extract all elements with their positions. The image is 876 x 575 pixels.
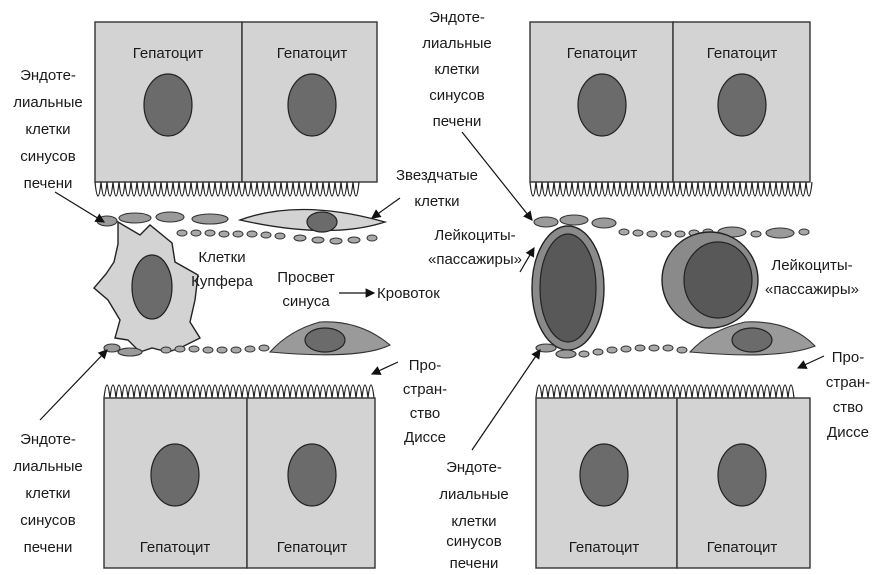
arrow-disse-left xyxy=(372,362,398,374)
svg-text:Диссе: Диссе xyxy=(827,424,869,441)
right-bottom-microvilli xyxy=(536,385,794,398)
svg-text:ство: ство xyxy=(410,405,441,422)
svg-text:Про-: Про- xyxy=(832,349,864,366)
svg-text:печени: печени xyxy=(450,555,499,572)
svg-text:клетки: клетки xyxy=(25,121,70,138)
arrow-leukocytes-left xyxy=(520,248,534,272)
hepatocyte-label: Гепатоцит xyxy=(569,539,640,556)
svg-text:синусов: синусов xyxy=(20,512,76,529)
label-endothelial-right-bottom: Эндоте- лиальные клетки синусов печени xyxy=(439,459,508,572)
leukocyte-round xyxy=(662,232,758,328)
svg-text:лиальные: лиальные xyxy=(422,35,491,52)
left-top-hepatocyte-2: Гепатоцит xyxy=(242,22,377,182)
label-leukocytes-right: Лейкоциты- «пассажиры» xyxy=(765,257,859,298)
svg-text:Просвет: Просвет xyxy=(277,269,335,286)
svg-text:Диссе: Диссе xyxy=(404,429,446,446)
svg-text:стран-: стран- xyxy=(826,374,870,391)
arrow-disse-right xyxy=(798,356,824,368)
svg-text:Клетки: Клетки xyxy=(198,249,245,266)
svg-text:клетки: клетки xyxy=(414,193,459,210)
svg-text:Звездчатые: Звездчатые xyxy=(396,167,478,184)
svg-text:синусов: синусов xyxy=(446,533,502,550)
right-bottom-hepatocyte-1: Гепатоцит xyxy=(536,398,677,568)
svg-text:лиальные: лиальные xyxy=(439,486,508,503)
svg-text:Эндоте-: Эндоте- xyxy=(20,67,76,84)
kupffer-cell xyxy=(94,222,200,352)
arrow-endothelial-left-top xyxy=(55,192,104,222)
hepatocyte-label: Гепатоцит xyxy=(133,45,204,62)
svg-text:ство: ство xyxy=(833,399,864,416)
svg-text:лиальные: лиальные xyxy=(13,458,82,475)
svg-text:Лейкоциты-: Лейкоциты- xyxy=(434,227,515,244)
svg-text:печени: печени xyxy=(24,175,73,192)
left-bottom-hepatocyte-1: Гепатоцит xyxy=(104,398,247,568)
svg-text:Купфера: Купфера xyxy=(191,273,253,290)
label-disse-right: Про- стран- ство Диссе xyxy=(826,349,870,441)
label-endothelial-right-top: Эндоте- лиальные клетки синусов печени xyxy=(422,9,491,130)
hepatocyte-label: Гепатоцит xyxy=(707,45,778,62)
left-top-hepatocyte-1: Гепатоцит xyxy=(95,22,242,182)
left-bottom-hepatocyte-2: Гепатоцит xyxy=(247,398,375,568)
label-endothelial-left-bottom: Эндоте- лиальные клетки синусов печени xyxy=(13,431,82,556)
label-endothelial-left-top: Эндоте- лиальные клетки синусов печени xyxy=(13,67,82,192)
right-top-hepatocyte-2: Гепатоцит xyxy=(673,22,810,182)
stellate-cell xyxy=(240,209,385,232)
svg-text:стран-: стран- xyxy=(403,381,447,398)
svg-text:клетки: клетки xyxy=(25,485,70,502)
arrow-endothelial-left-bottom xyxy=(40,350,107,420)
svg-text:синусов: синусов xyxy=(429,87,485,104)
right-top-hepatocyte-1: Гепатоцит xyxy=(530,22,673,182)
svg-text:клетки: клетки xyxy=(451,513,496,530)
hepatocyte-label: Гепатоцит xyxy=(567,45,638,62)
label-kupffer: Клетки Купфера xyxy=(191,249,253,290)
svg-text:лиальные: лиальные xyxy=(13,94,82,111)
svg-text:печени: печени xyxy=(24,539,73,556)
svg-text:синусов: синусов xyxy=(20,148,76,165)
svg-text:печени: печени xyxy=(433,113,482,130)
hepatocyte-label: Гепатоцит xyxy=(277,45,348,62)
svg-text:«пассажиры»: «пассажиры» xyxy=(765,281,859,298)
label-stellate: Звездчатые клетки xyxy=(396,167,478,210)
leukocyte-oval xyxy=(532,226,604,350)
label-bloodflow: Кровоток xyxy=(377,285,440,302)
arrow-endothelial-right-bottom xyxy=(472,350,540,450)
hepatocyte-label: Гепатоцит xyxy=(140,539,211,556)
hepatocyte-label: Гепатоцит xyxy=(707,539,778,556)
label-leukocytes-left: Лейкоциты- «пассажиры» xyxy=(428,227,522,268)
right-bottom-hepatocyte-2: Гепатоцит xyxy=(677,398,810,568)
arrow-stellate xyxy=(372,198,400,218)
left-top-microvilli xyxy=(95,182,359,196)
hepatocyte-label: Гепатоцит xyxy=(277,539,348,556)
svg-text:Эндоте-: Эндоте- xyxy=(20,431,76,448)
svg-text:«пассажиры»: «пассажиры» xyxy=(428,251,522,268)
label-lumen: Просвет синуса xyxy=(277,269,335,310)
label-disse-left: Про- стран- ство Диссе xyxy=(403,357,447,446)
svg-text:Лейкоциты-: Лейкоциты- xyxy=(771,257,852,274)
svg-text:Про-: Про- xyxy=(409,357,441,374)
svg-text:клетки: клетки xyxy=(434,61,479,78)
svg-text:Эндоте-: Эндоте- xyxy=(446,459,502,476)
svg-text:синуса: синуса xyxy=(282,293,330,310)
svg-text:Эндоте-: Эндоте- xyxy=(429,9,485,26)
left-bottom-microvilli xyxy=(104,385,374,398)
right-top-microvilli xyxy=(530,182,812,196)
